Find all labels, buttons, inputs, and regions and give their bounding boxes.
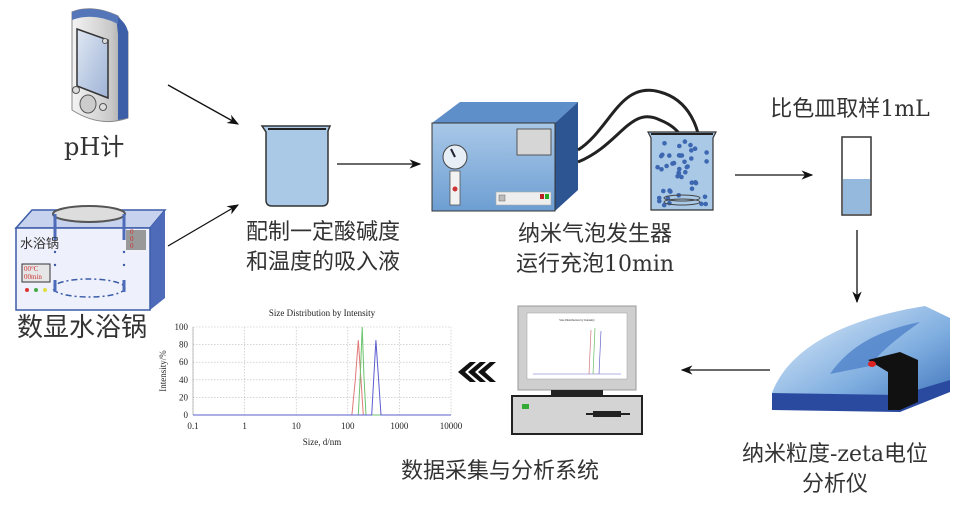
- bubble: [685, 164, 690, 169]
- bubble: [688, 142, 693, 148]
- analyzer-label-line2: 分析仪: [801, 472, 868, 497]
- generator-label-line2: 运行充泡10min: [515, 252, 675, 277]
- analyzer-label: 纳米粒度-zeta电位 分析仪: [720, 440, 950, 500]
- bubble: [661, 202, 667, 208]
- y-tick-label: 80: [179, 340, 189, 350]
- x-tick-label: 10: [292, 421, 302, 431]
- beaker-label-line1: 配制一定酸碱度: [245, 220, 400, 245]
- flow-arrows: [167, 84, 862, 375]
- series-blue: [193, 340, 451, 416]
- bubble: [661, 188, 666, 194]
- chart-xlabel: Size, d/nm: [303, 437, 342, 447]
- digit: 0: [130, 242, 134, 250]
- bubble: [660, 152, 665, 158]
- bubble: [664, 163, 669, 169]
- display-temp: 00°C: [24, 265, 39, 273]
- digit: 0: [130, 235, 134, 243]
- chart-title: Size Distribution by Intensity: [269, 308, 376, 318]
- svg-text:Size Distribution by Intensity: Size Distribution by Intensity: [559, 318, 595, 322]
- bubble: [678, 153, 683, 158]
- bubble: [702, 194, 708, 200]
- y-tick-label: 20: [179, 392, 189, 402]
- x-tick-label: 100: [341, 421, 355, 431]
- water-bath-icon: [14, 205, 167, 311]
- bubble: [677, 143, 682, 149]
- bubble: [703, 201, 708, 207]
- bubble: [704, 159, 709, 164]
- cuvette-label: 比色皿取样1mL: [770, 97, 930, 122]
- bubble: [689, 186, 695, 191]
- zeta-analyzer-icon: [772, 306, 950, 412]
- bubble: [677, 166, 682, 172]
- size-distribution-chart: Size Distribution by Intensity Intensity…: [158, 308, 463, 447]
- bubble: [682, 159, 687, 165]
- bubble: [682, 139, 688, 144]
- beaker-icon: [260, 125, 332, 207]
- bubble: [689, 148, 694, 153]
- generator-label-line1: 纳米气泡发生器: [517, 222, 672, 247]
- generator-label: 纳米气泡发生器 运行充泡10min: [500, 220, 690, 280]
- y-tick-label: 0: [184, 410, 189, 420]
- beaker-label: 配制一定酸碱度 和温度的吸入液: [228, 218, 418, 278]
- triple-chevron-left-icon: [458, 362, 496, 382]
- bubble-beaker-icon: [577, 88, 717, 211]
- bubble: [659, 167, 664, 172]
- bubble: [667, 188, 672, 193]
- bubble: [704, 150, 709, 155]
- ph-meter-icon: [71, 8, 129, 123]
- bubble: [683, 169, 688, 175]
- bubble: [675, 174, 680, 179]
- bubble: [670, 161, 675, 166]
- bubble: [676, 170, 681, 175]
- analyzer-label-line1: 纳米粒度-zeta电位: [741, 442, 928, 467]
- bubble: [692, 146, 698, 151]
- x-tick-label: 1: [242, 421, 247, 431]
- water-bath-panel-label: 水浴锅: [20, 237, 60, 252]
- y-tick-label: 40: [179, 375, 189, 385]
- display-time: 00min: [24, 273, 42, 281]
- series-green: [193, 326, 451, 416]
- bubble: [689, 156, 694, 161]
- x-tick-label: 0.1: [187, 421, 198, 431]
- nanobubble-generator-icon: [431, 102, 578, 212]
- x-tick-label: 1000: [390, 421, 409, 431]
- series-red: [193, 340, 451, 416]
- bubble: [667, 153, 672, 158]
- bubble: [657, 198, 662, 204]
- water-bath-digits: 0 0 0: [130, 229, 134, 250]
- data-system-label: 数据采集与分析系统: [400, 459, 599, 484]
- cuvette-icon: [841, 136, 872, 216]
- bubble: [679, 174, 684, 180]
- ph-meter-label: pH计: [64, 133, 125, 161]
- x-tick-label: 10000: [440, 421, 463, 431]
- water-bath-label: 数显水浴锅: [16, 313, 147, 343]
- bubble: [662, 141, 667, 146]
- y-tick-label: 60: [179, 357, 189, 367]
- bubble: [655, 164, 660, 170]
- computer-icon: Size Distribution by Intensity: [511, 305, 643, 435]
- arrow-ph-to-beaker: [167, 84, 240, 125]
- digit: 0: [130, 228, 134, 236]
- y-tick-label: 100: [175, 322, 189, 332]
- arrow-bath-to-beaker: [167, 204, 240, 247]
- beaker-label-line2: 和温度的吸入液: [245, 250, 400, 275]
- bubble: [693, 180, 698, 185]
- chart-ylabel: Intensity/%: [158, 350, 168, 392]
- water-bath-display: 00°C 00min: [24, 265, 42, 281]
- bubble: [689, 180, 695, 185]
